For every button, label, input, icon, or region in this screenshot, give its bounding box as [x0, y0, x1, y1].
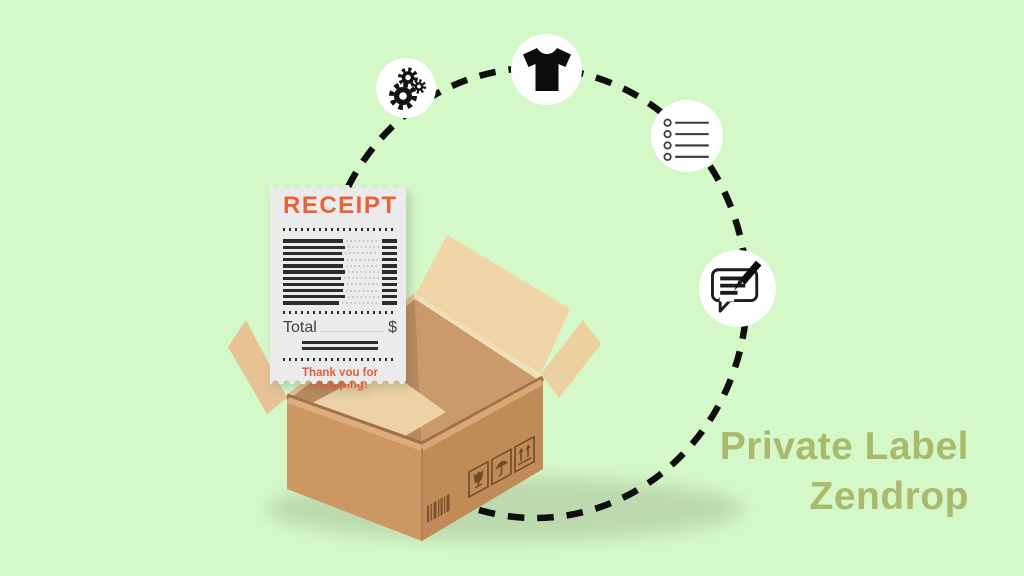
receipt-divider	[283, 311, 397, 315]
receipt-signature-bars	[283, 341, 397, 351]
box-flap-right	[541, 320, 601, 398]
this-side-up-icon	[514, 435, 535, 474]
receipt-item-row	[283, 281, 397, 287]
receipt-item-row	[283, 244, 397, 250]
process-step-branding	[699, 250, 776, 327]
receipt-item-row	[283, 257, 397, 263]
receipt-illustration: RECEIPT Total $ Thank you for shopping!	[270, 185, 406, 391]
box-inner-right-wall	[415, 296, 543, 446]
title-line-2: Zendrop	[809, 475, 969, 518]
receipt-total-label: Total	[283, 319, 317, 337]
receipt-body: RECEIPT Total $ Thank you for shopping!	[270, 192, 406, 391]
writing-chat-icon	[711, 260, 762, 313]
title-text: Private Label Zendrop	[720, 422, 969, 522]
keep-dry-icon	[491, 447, 512, 486]
box-face-right	[422, 380, 543, 541]
receipt-divider	[283, 228, 397, 231]
receipt-item-row	[283, 275, 397, 281]
process-step-gears	[376, 58, 436, 118]
process-step-checklist	[651, 100, 723, 172]
process-step-product	[511, 34, 582, 105]
checklist-icon	[663, 118, 709, 161]
receipt-item-row	[283, 294, 397, 300]
signature-bar	[302, 341, 378, 345]
signature-bar	[302, 347, 378, 351]
receipt-item-row	[283, 300, 397, 306]
box-face-left	[287, 398, 422, 541]
barcode	[427, 493, 450, 523]
box-inner-floor	[312, 366, 446, 452]
fragile-icon	[468, 460, 489, 499]
gears-icon	[389, 67, 427, 110]
box-inner-shadow-left	[286, 393, 423, 447]
receipt-item-lines	[283, 238, 397, 306]
receipt-currency-symbol: $	[388, 319, 397, 337]
receipt-item-row	[283, 263, 397, 269]
box-inner-shadow-right	[420, 375, 545, 447]
box-lip-front-right	[420, 379, 544, 451]
box-flap-left	[228, 320, 287, 414]
receipt-item-row	[283, 250, 397, 256]
box-flap-back	[414, 235, 570, 374]
receipt-item-row	[283, 238, 397, 244]
box-lip-back-right	[413, 293, 545, 383]
receipt-header: RECEIPT	[283, 192, 398, 219]
receipt-item-row	[283, 288, 397, 294]
tshirt-icon	[522, 47, 571, 91]
title-line-1: Private Label	[719, 425, 969, 468]
box-lip-front-left	[286, 397, 424, 451]
receipt-divider	[283, 358, 397, 362]
dotted-leader	[320, 331, 385, 333]
shipping-symbols	[468, 435, 535, 499]
receipt-footer: Thank you for shopping!	[301, 367, 379, 392]
receipt-total-row: Total $	[283, 319, 397, 337]
receipt-item-row	[283, 269, 397, 275]
